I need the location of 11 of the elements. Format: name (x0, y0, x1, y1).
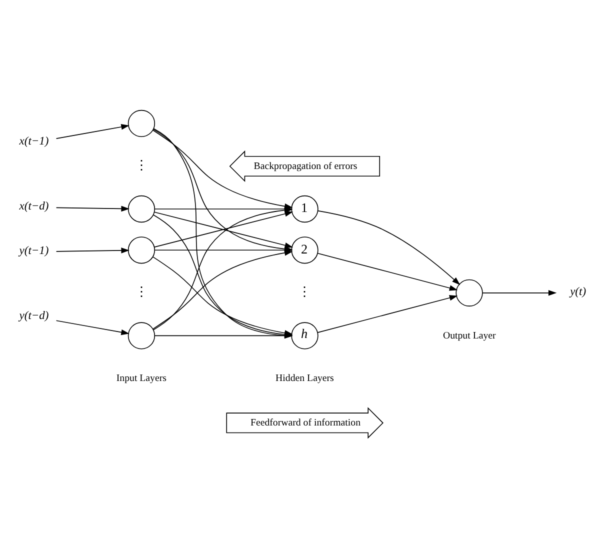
label: ⋮ (134, 157, 148, 172)
label: ⋮ (298, 284, 312, 300)
node-text: y(t−1) (19, 245, 49, 258)
label: ⋮ (134, 284, 148, 300)
node-text: x(t−d) (19, 200, 49, 213)
node-text: y(t) (570, 286, 586, 298)
node-text: y(t−d) (19, 310, 49, 322)
label: Output Layer (442, 330, 496, 342)
label: Hidden Layers (276, 373, 334, 384)
node-text: x(t−1) (19, 136, 49, 148)
label: Input Layers (116, 373, 166, 384)
